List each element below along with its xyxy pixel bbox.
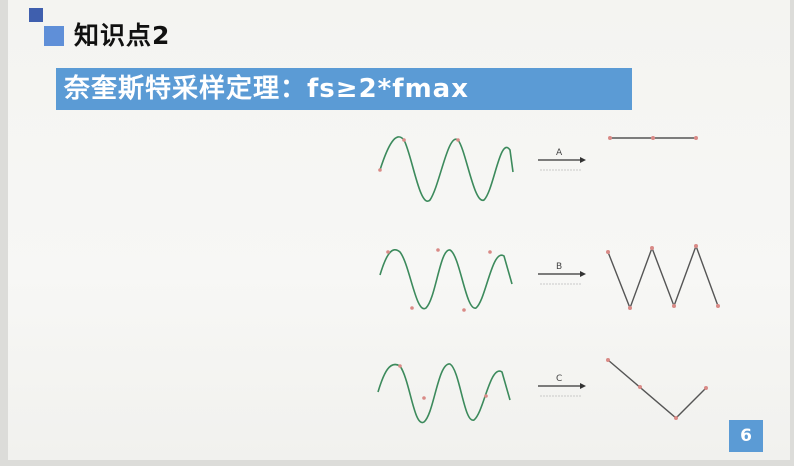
sample-point <box>398 364 402 368</box>
arrow-label-b: B <box>556 262 562 272</box>
sample-point <box>704 386 708 390</box>
page-number: 6 <box>729 420 763 452</box>
sample-point <box>606 358 610 362</box>
sample-point <box>694 136 698 140</box>
sampled-output-b <box>607 243 719 310</box>
panel-a: A <box>378 136 698 202</box>
sine-wave-c <box>377 363 511 423</box>
sample-point <box>674 416 678 420</box>
sample-point <box>462 308 466 312</box>
arrow-label-c: C <box>556 374 562 384</box>
sine-wave-b <box>379 249 513 310</box>
theorem-banner: 奈奎斯特采样定理：fs≥2*fmax <box>56 68 632 110</box>
sine-wave-a <box>379 136 514 202</box>
sample-point <box>606 250 610 254</box>
sample-point <box>672 304 676 308</box>
panel-b: B <box>379 243 720 312</box>
sample-point <box>378 168 382 172</box>
sample-point <box>436 248 440 252</box>
arrow-label-a: A <box>556 148 563 158</box>
arrow-head-c <box>580 383 586 389</box>
sample-point <box>484 394 488 398</box>
sample-point <box>456 138 460 142</box>
sampled-output-c <box>607 359 707 419</box>
sample-point <box>488 250 492 254</box>
sample-point <box>638 385 642 389</box>
arrow-head-b <box>580 271 586 277</box>
decor-square-small <box>29 8 43 22</box>
sample-point <box>410 306 414 310</box>
sample-point <box>386 250 390 254</box>
sample-point <box>651 136 655 140</box>
panel-c: C <box>377 358 708 423</box>
sample-point <box>694 244 698 248</box>
sample-point <box>608 136 612 140</box>
sample-point <box>716 304 720 308</box>
sample-point <box>650 246 654 250</box>
decor-square-large <box>44 26 64 46</box>
sample-point <box>628 306 632 310</box>
sample-point <box>402 138 406 142</box>
page-title: 知识点2 <box>74 21 171 50</box>
arrow-head-a <box>580 157 586 163</box>
sample-point <box>422 396 426 400</box>
